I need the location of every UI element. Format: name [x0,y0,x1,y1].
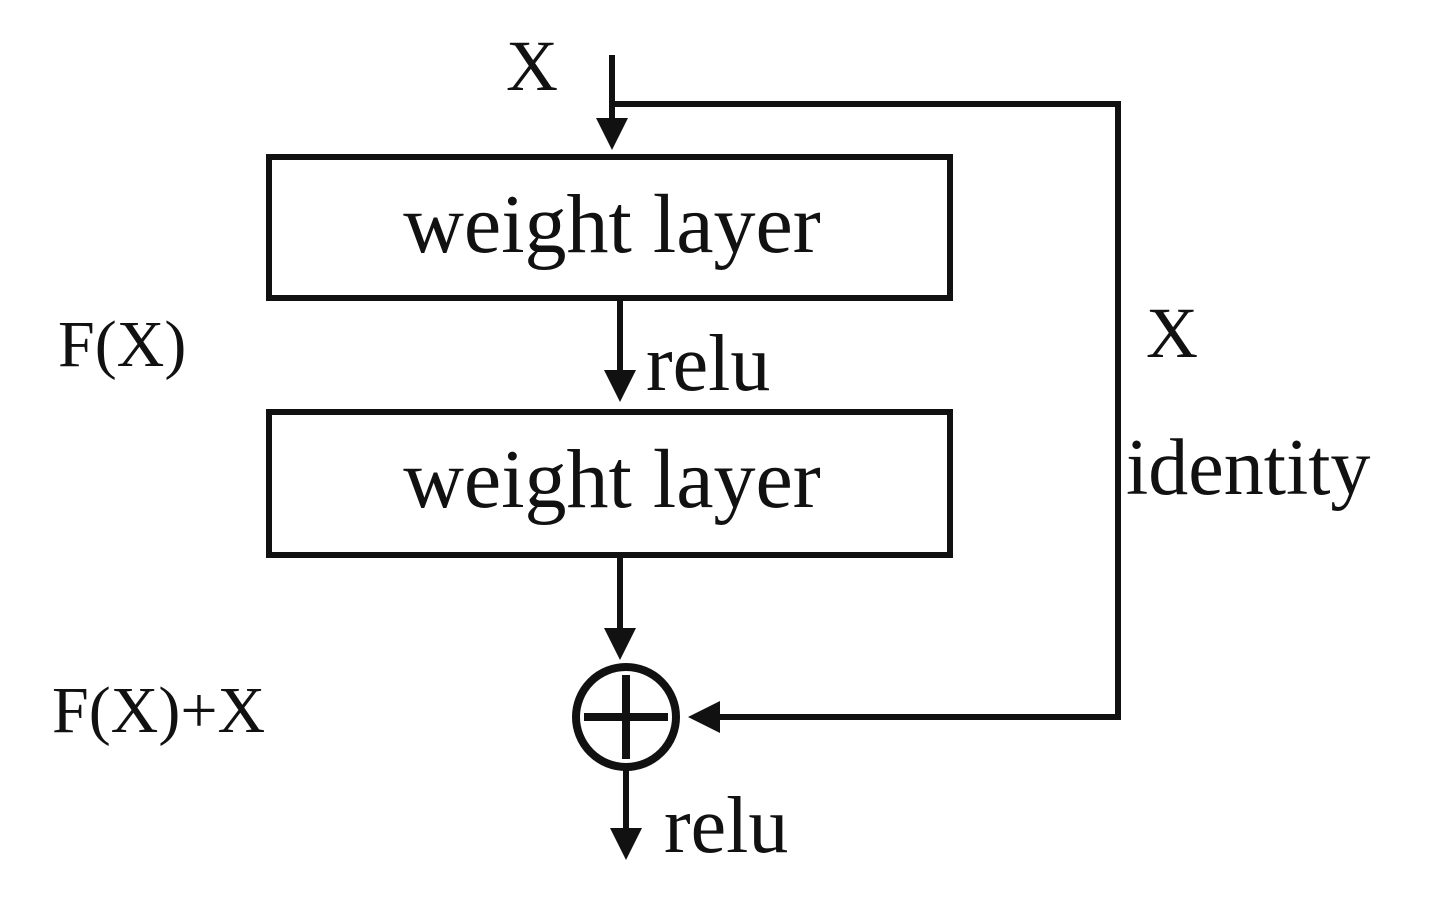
sum-label: F(X)+X [52,674,265,747]
relu-arrow-out [610,767,642,860]
weight-layer-1: weight layer [266,154,953,301]
skip-connection [612,101,1121,733]
residual-label: F(X) [58,308,186,381]
weight-layer-1-label: weight layer [403,178,821,271]
weight-layer-2: weight layer [266,409,953,558]
shortcut-type-label: identity [1126,424,1370,512]
relu-label-out: relu [664,782,788,870]
sum-node-icon [572,663,680,771]
relu-label-mid: relu [646,320,770,408]
layer-to-sum-arrow [604,555,636,660]
relu-arrow-mid [604,298,636,402]
shortcut-var-label: X [1146,293,1198,373]
weight-layer-2-label: weight layer [403,433,821,526]
input-label: X [506,26,558,106]
input-arrow [596,55,628,150]
